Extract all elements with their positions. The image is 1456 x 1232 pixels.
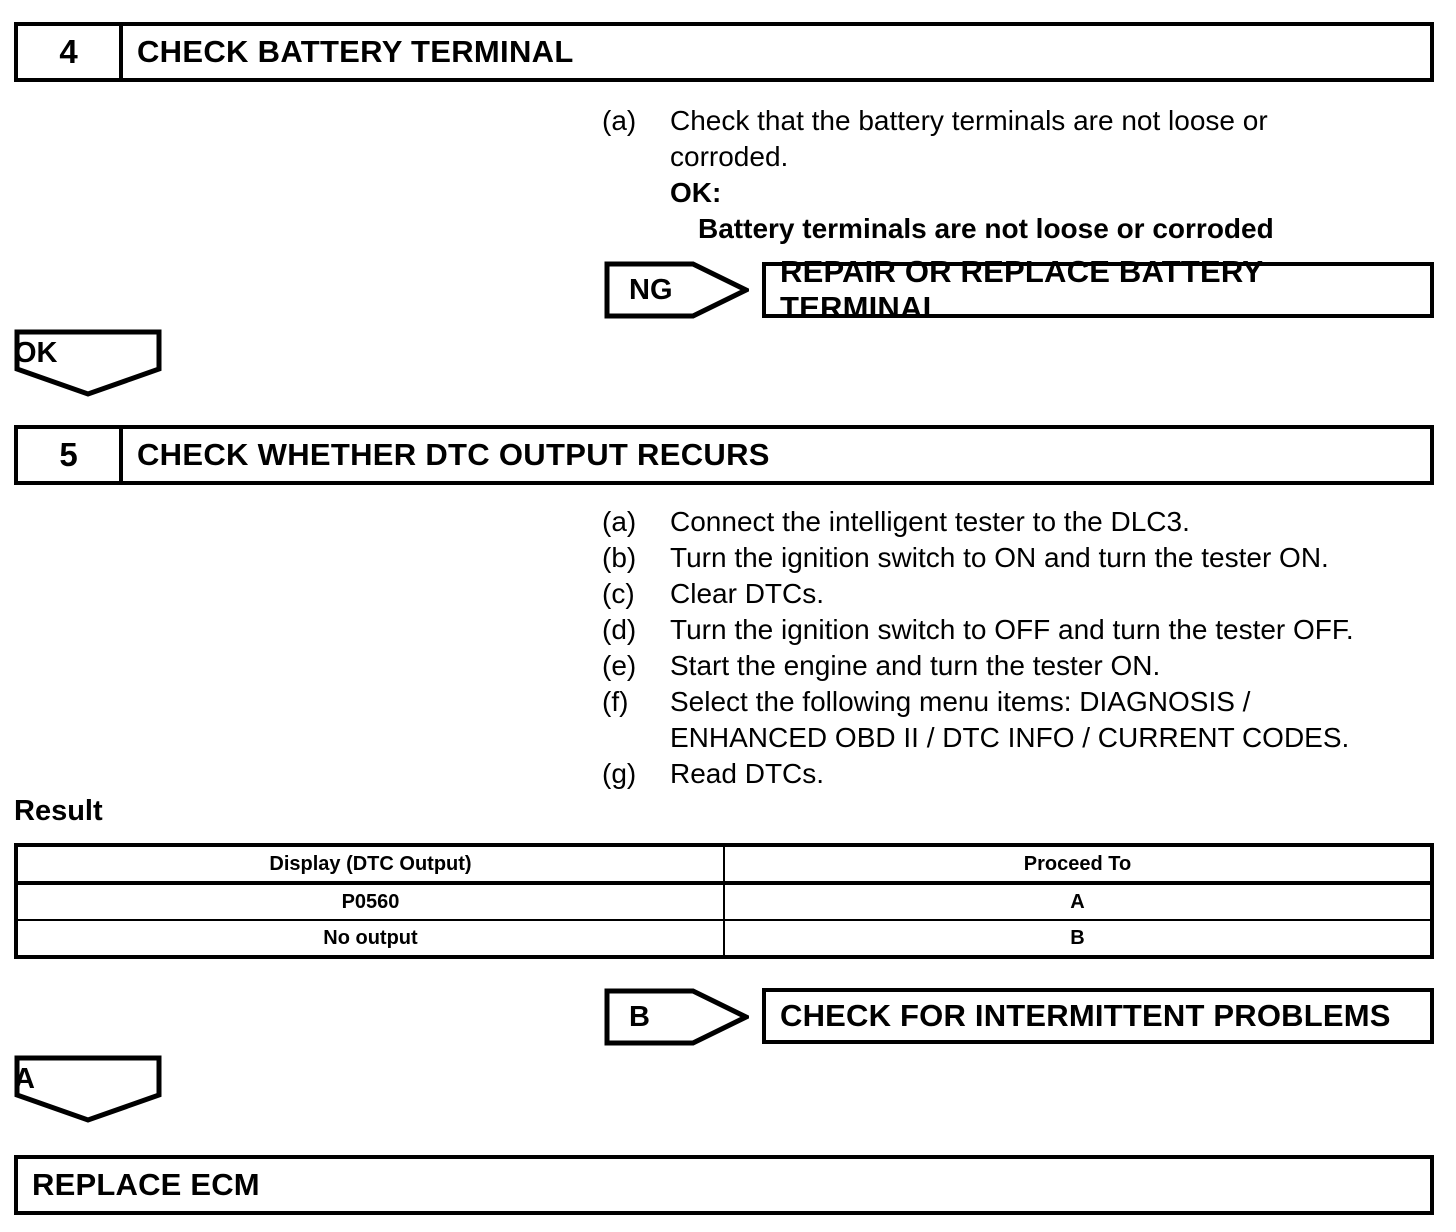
- cell-proceed-to: A: [722, 882, 1435, 921]
- procedure-marker: (c): [602, 578, 635, 609]
- procedure-item-continued: ENHANCED OBD II / DTC INFO / CURRENT COD…: [602, 720, 1452, 756]
- cell-display: P0560: [14, 882, 725, 921]
- procedure-text: corroded.: [670, 141, 789, 172]
- judgement-b-label: B: [629, 1001, 650, 1033]
- ok-criteria-value: Battery terminals are not loose or corro…: [698, 213, 1274, 244]
- result-label: Result: [14, 795, 103, 827]
- step-4-procedures: (a) Check that the battery terminals are…: [602, 103, 1442, 247]
- outcome-label: REPLACE ECM: [32, 1167, 260, 1202]
- arrow-right-icon: [604, 988, 749, 1046]
- procedure-item: (b) Turn the ignition switch to ON and t…: [602, 540, 1452, 576]
- step-5-procedures: (a) Connect the intelligent tester to th…: [602, 504, 1452, 792]
- procedure-marker: (a): [602, 105, 637, 136]
- table-row: P0560 A: [14, 882, 1435, 921]
- procedure-marker: (a): [602, 506, 637, 537]
- cell-proceed-to: B: [722, 919, 1435, 959]
- table-header-row: Display (DTC Output) Proceed To: [14, 843, 1435, 885]
- judgement-a-label: A: [14, 1063, 35, 1095]
- judgement-b-arrow: B: [604, 988, 749, 1046]
- judgement-a-marker: A: [14, 1055, 162, 1123]
- procedure-marker: (b): [602, 542, 637, 573]
- procedure-text: Clear DTCs.: [670, 578, 825, 609]
- outcome-repair-battery-terminal: REPAIR OR REPLACE BATTERY TERMINAL: [762, 254, 1434, 325]
- step-5-header: 5 CHECK WHETHER DTC OUTPUT RECURS: [14, 425, 1434, 485]
- procedure-item: (a) Check that the battery terminals are…: [602, 103, 1442, 139]
- step-5-number: 5: [18, 429, 123, 481]
- procedure-item: (a) Connect the intelligent tester to th…: [602, 504, 1452, 540]
- procedure-marker: (e): [602, 650, 637, 681]
- judgement-ng-label: NG: [629, 274, 673, 306]
- judgement-ok-marker: OK: [14, 329, 162, 397]
- cell-display: No output: [14, 919, 725, 959]
- step-4-title: CHECK BATTERY TERMINAL: [137, 34, 574, 69]
- procedure-text: Check that the battery terminals are not…: [670, 105, 1268, 136]
- arrow-down-icon: [14, 1055, 162, 1123]
- step-5-title: CHECK WHETHER DTC OUTPUT RECURS: [137, 437, 770, 472]
- procedure-text: Select the following menu items: DIAGNOS…: [670, 686, 1251, 717]
- outcome-check-intermittent-problems: CHECK FOR INTERMITTENT PROBLEMS: [762, 988, 1434, 1044]
- procedure-marker: (f): [602, 686, 629, 717]
- procedure-text: Read DTCs.: [670, 758, 825, 789]
- arrow-right-icon: [604, 261, 749, 319]
- result-table: Display (DTC Output) Proceed To P0560 A …: [14, 843, 1435, 959]
- column-header-proceed-to: Proceed To: [722, 843, 1435, 885]
- procedure-text: Start the engine and turn the tester ON.: [670, 650, 1161, 681]
- procedure-text: Turn the ignition switch to ON and turn …: [670, 542, 1329, 573]
- procedure-item: (d) Turn the ignition switch to OFF and …: [602, 612, 1452, 648]
- procedure-item-continued: corroded.: [602, 139, 1442, 175]
- procedure-text: Connect the intelligent tester to the DL…: [670, 506, 1190, 537]
- judgement-ok-label: OK: [14, 337, 58, 369]
- step-4-number: 4: [18, 26, 123, 78]
- arrow-down-icon: [14, 329, 162, 397]
- judgement-ng-arrow: NG: [604, 261, 749, 319]
- procedure-text: ENHANCED OBD II / DTC INFO / CURRENT COD…: [670, 722, 1350, 753]
- procedure-text: Turn the ignition switch to OFF and turn…: [670, 614, 1354, 645]
- column-header-display: Display (DTC Output): [14, 843, 725, 885]
- procedure-marker: (g): [602, 758, 637, 789]
- procedure-marker: (d): [602, 614, 637, 645]
- procedure-item: (f) Select the following menu items: DIA…: [602, 684, 1452, 720]
- step-4-header: 4 CHECK BATTERY TERMINAL: [14, 22, 1434, 82]
- outcome-label: CHECK FOR INTERMITTENT PROBLEMS: [780, 998, 1391, 1033]
- procedure-item: (e) Start the engine and turn the tester…: [602, 648, 1452, 684]
- table-row: No output B: [14, 919, 1435, 959]
- ok-criteria-label: OK:: [670, 177, 722, 208]
- procedure-item: (c) Clear DTCs.: [602, 576, 1452, 612]
- procedure-item: (g) Read DTCs.: [602, 756, 1452, 792]
- outcome-label: REPAIR OR REPLACE BATTERY TERMINAL: [780, 254, 1263, 325]
- outcome-replace-ecm: REPLACE ECM: [14, 1155, 1434, 1215]
